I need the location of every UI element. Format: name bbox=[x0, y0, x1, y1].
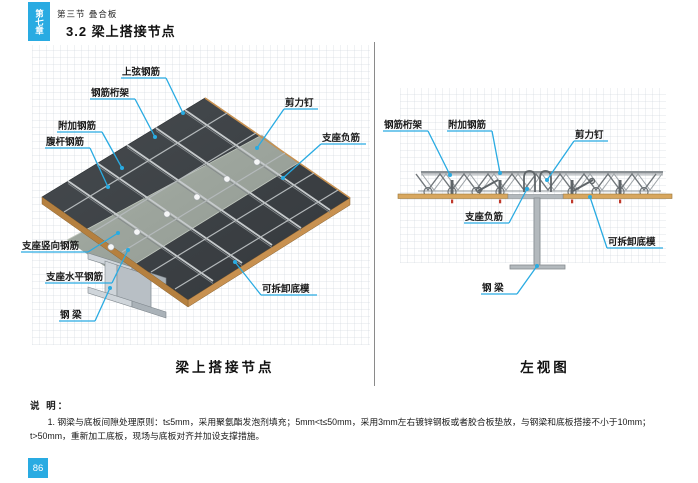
breadcrumb: 第三节 叠合板 bbox=[57, 9, 118, 19]
support-negative-bars bbox=[475, 177, 596, 194]
chapter-tab: 第七章 bbox=[28, 2, 50, 41]
iso-labels bbox=[21, 77, 366, 322]
notes-block: 说 明： 1. 钢梁与底板间隙处理原则：t≤5mm，采用聚氨酯发泡剂填充；5mm… bbox=[30, 398, 690, 443]
label-rebar-truss-side: 钢筋桁架 bbox=[384, 119, 423, 131]
label-removable-formwork-iso: 可拆卸底模 bbox=[262, 283, 310, 295]
label-additional-rebar-side: 附加钢筋 bbox=[448, 119, 487, 131]
formwork-edges bbox=[41, 97, 351, 308]
label-rebar-truss-iso: 钢筋桁架 bbox=[91, 87, 130, 99]
label-support-negative-rebar-iso: 支座负筋 bbox=[321, 132, 361, 144]
label-additional-rebar-iso: 附加钢筋 bbox=[58, 120, 97, 132]
label-support-vertical-rebar: 支座竖向钢筋 bbox=[21, 240, 80, 252]
label-shear-stud-iso: 剪力钉 bbox=[285, 97, 314, 109]
label-support-horizontal-rebar: 支座水平钢筋 bbox=[45, 271, 104, 283]
iso-figure-svg: 上弦钢筋 钢筋桁架 附加钢筋 腹杆钢筋 剪力钉 支座负筋 支座竖向钢筋 支座水平… bbox=[21, 66, 366, 322]
figure-divider bbox=[374, 42, 375, 386]
label-shear-stud-side: 剪力钉 bbox=[575, 129, 604, 141]
label-steel-beam-side: 钢 梁 bbox=[482, 282, 504, 294]
side-labels bbox=[383, 130, 663, 295]
label-removable-formwork-side: 可拆卸底模 bbox=[608, 236, 656, 248]
iso-figure-caption: 梁上搭接节点 bbox=[175, 360, 275, 375]
label-steel-beam-iso: 钢 梁 bbox=[60, 309, 82, 321]
shear-studs-3d bbox=[107, 158, 261, 251]
chapter-tab-label: 第七章 bbox=[34, 8, 45, 35]
formwork-clip-markers bbox=[451, 199, 622, 204]
label-upper-chord-rebar: 上弦钢筋 bbox=[122, 66, 161, 78]
side-view-svg: 钢筋桁架 附加钢筋 剪力钉 支座负筋 可拆卸底模 钢 梁 bbox=[383, 119, 673, 295]
page-number-badge: 86 bbox=[28, 458, 48, 478]
notes-heading: 说 明： bbox=[30, 401, 70, 412]
stud-bars bbox=[450, 180, 622, 194]
page-title: 3.2 梁上搭接节点 bbox=[66, 24, 176, 39]
notes-item-1: 1. 钢梁与底板间隙处理原则：t≤5mm，采用聚氨酯发泡剂填充；5mm<t≤50… bbox=[30, 417, 651, 441]
label-support-negative-rebar-side: 支座负筋 bbox=[464, 211, 504, 223]
label-web-rebar: 腹杆钢筋 bbox=[45, 136, 85, 148]
side-view-caption: 左视图 bbox=[520, 360, 570, 375]
steel-beam-section bbox=[509, 197, 566, 270]
